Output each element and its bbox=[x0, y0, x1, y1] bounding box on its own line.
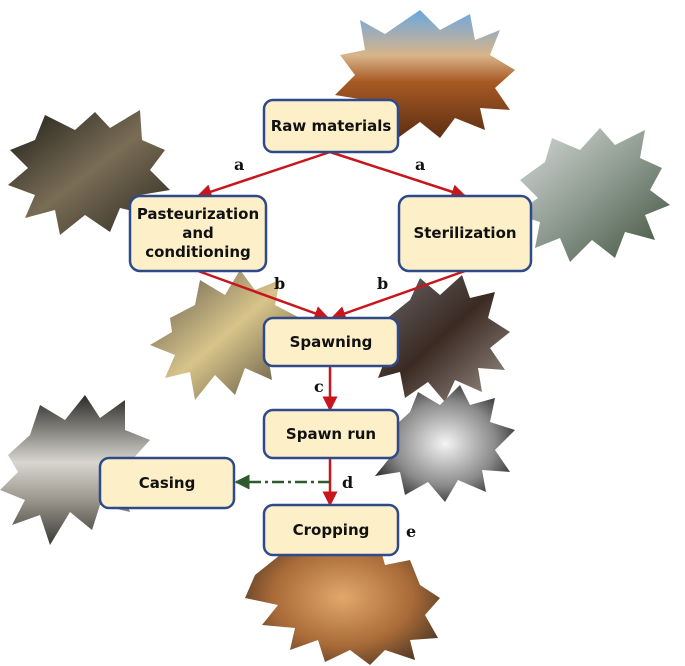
node-sterilization-label: Sterilization bbox=[413, 224, 516, 242]
arrow-raw-to-pasteurization bbox=[196, 150, 331, 199]
node-pasteurization-label-1: Pasteurization bbox=[137, 205, 259, 223]
edge-label-b-left: b bbox=[274, 274, 285, 293]
spawning-right-photo bbox=[370, 275, 510, 402]
node-casing-label: Casing bbox=[139, 474, 196, 492]
edge-label-d: d bbox=[342, 473, 353, 492]
sterilization-photo bbox=[515, 128, 670, 262]
arrow-pasteurization-to-spawning bbox=[197, 269, 330, 321]
arrow-raw-to-sterilization bbox=[329, 150, 467, 199]
edge-label-a-left: a bbox=[234, 155, 244, 174]
node-pasteurization: Pasteurization and conditioning bbox=[128, 194, 268, 273]
arrow-sterilization-to-spawning bbox=[330, 269, 466, 321]
node-spawn-run-label: Spawn run bbox=[286, 425, 376, 443]
edge-label-a-right: a bbox=[415, 155, 425, 174]
edge-label-e: e bbox=[406, 522, 416, 541]
edge-label-c: c bbox=[314, 377, 324, 396]
node-cropping: Cropping bbox=[262, 503, 400, 557]
node-pasteurization-label-2: and bbox=[182, 224, 214, 242]
node-casing: Casing bbox=[98, 456, 236, 510]
node-spawning-label: Spawning bbox=[290, 333, 373, 351]
node-spawn-run: Spawn run bbox=[262, 408, 400, 460]
cropping-photo bbox=[245, 530, 440, 665]
node-raw-materials-label: Raw materials bbox=[271, 117, 392, 135]
node-raw-materials: Raw materials bbox=[262, 98, 400, 154]
node-cropping-label: Cropping bbox=[293, 521, 370, 539]
node-spawning: Spawning bbox=[262, 316, 400, 368]
node-pasteurization-label-3: conditioning bbox=[145, 243, 251, 261]
spawning-left-photo bbox=[150, 270, 300, 400]
spawn-run-photo bbox=[375, 385, 515, 502]
edge-label-b-right: b bbox=[377, 274, 388, 293]
node-sterilization: Sterilization bbox=[397, 194, 533, 273]
